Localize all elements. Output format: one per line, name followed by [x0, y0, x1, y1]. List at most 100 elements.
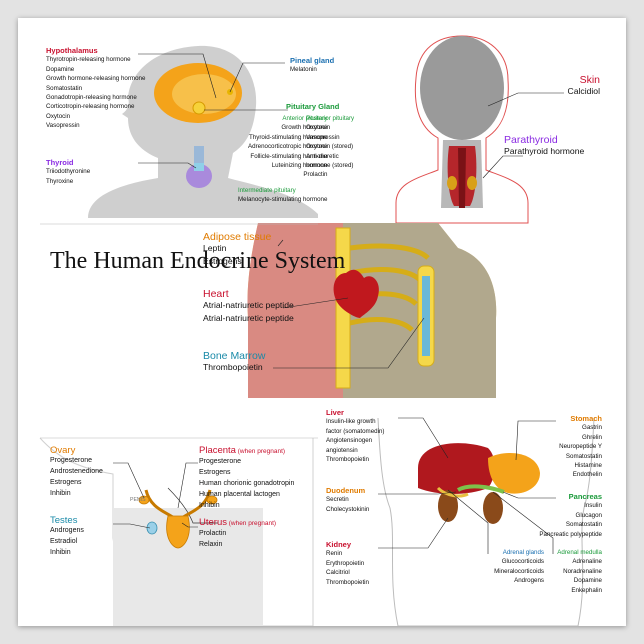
stomach-hormone: Gastrin [582, 424, 602, 432]
illustration-layer [39, 35, 595, 626]
placenta-group: Placenta (when pregnant) Progesterone Es… [199, 446, 294, 511]
hypothalamus-hormone: Gonadotropin-releasing hormone [46, 94, 137, 102]
liver-label: Liver [326, 408, 344, 417]
duodenum-group: Duodenum Secretin Cholecystokinin [326, 486, 369, 514]
uterus-hormone: Relaxin [199, 541, 223, 549]
thyroid-group: Thyroid Triiodothyronine Thyroxine [46, 158, 90, 186]
placenta-hormone: Human placental lactogen [199, 491, 280, 499]
uterus-note: (when pregnant) [228, 520, 277, 527]
kidney-hormone: Renin [326, 550, 343, 558]
testes-hormone: Androgens [50, 527, 84, 535]
poster-title: The Human Endocrine System [50, 246, 345, 276]
ovary-hormone: Inhibin [50, 490, 71, 498]
stomach-hormone: Somatostatin [565, 452, 602, 460]
duodenum-hormone: Cholecystokinin [326, 505, 370, 513]
kidney-hormone: Thrombopoietin [326, 578, 369, 586]
heart-hormone: Atrial-natriuretic peptide [203, 300, 294, 311]
title-line-2: Human [93, 248, 164, 274]
placenta-hormone: Progesterone [199, 458, 242, 466]
testes-hormone: Estradiol [50, 538, 78, 546]
anterior-pituitary-hormone: Growth hormone [281, 124, 328, 132]
adrenal-medulla-label: Adrenal medulla [557, 549, 602, 556]
skin-group: Skin Calcidiol [530, 74, 600, 98]
liver-group: Liver Insulin-like growth factor (somato… [326, 408, 384, 464]
anterior-pituitary-label: Anterior pituitary [282, 115, 328, 122]
skin-label: Skin [579, 74, 600, 86]
title-line-1: The [50, 248, 88, 274]
penis-small-label: PENIS [130, 497, 146, 503]
anterior-pituitary-hormone: Thyroid-stimulating hormone [249, 133, 328, 141]
uterus-group: Uterus (when pregnant) Prolactin Relaxin [199, 518, 276, 550]
hypothalamus-label: Hypothalamus [46, 46, 98, 55]
pineal-hormone: Melatonin [290, 66, 317, 74]
parathyroid-label: Parathyroid [504, 134, 558, 146]
posterior-pituitary-hormone: Anti-diuretic [306, 152, 339, 160]
kidney-group: Kidney Renin Erythropoietin Calcitriol T… [326, 540, 369, 587]
liver-hormone: Thrombopoietin [326, 456, 369, 464]
pancreas-hormone: Somatostatin [565, 521, 602, 529]
testes-label: Testes [50, 515, 78, 526]
title-line-4: System [274, 248, 346, 274]
heart-group: Heart Atrial-natriuretic peptide Atrial-… [203, 289, 294, 325]
ovary-label: Ovary [50, 445, 76, 456]
posterior-pituitary-label: Posterior pituitary [306, 115, 355, 122]
heart-hormone: Atrial-natriuretic peptide [203, 313, 294, 323]
adrenal-medulla-hormone: Adrenaline [572, 558, 602, 566]
adrenal-glands-hormone: Glucocorticoids [501, 558, 544, 566]
posterior-pituitary-hormone: Vasopressin [306, 133, 340, 141]
ovary-hormone: Progesterone [50, 457, 93, 465]
adrenal-medulla-group: Adrenal medulla Adrenaline Noradrenaline… [546, 548, 602, 595]
adipose-group: Adipose tissue Leptin Estrogens [203, 232, 271, 268]
adipose-hormone: Leptin [203, 243, 227, 254]
title-line-3: Endocrine [169, 248, 269, 274]
hypothalamus-hormone: Vasopressin [46, 122, 80, 130]
thyroid-label: Thyroid [46, 158, 74, 167]
hypothalamus-hormone: Corticotropin-releasing hormone [46, 103, 135, 111]
torso-illustration [247, 223, 497, 398]
pituitary-label: Pituitary Gland [286, 102, 340, 111]
ovary-hormone: Estrogens [50, 479, 82, 487]
pancreas-hormone: Pancreatic polypeptide [539, 530, 602, 538]
leader-lines [113, 53, 564, 554]
poster: The Human Endocrine System Hypothalamus … [18, 18, 626, 626]
liver-hormone: angiotensin [326, 446, 358, 454]
marrow-label: Bone Marrow [203, 350, 266, 362]
duodenum-label: Duodenum [326, 486, 366, 495]
pineal-label: Pineal gland [290, 56, 335, 65]
testes-hormone: Inhibin [50, 549, 71, 557]
adrenal-medulla-hormone: Enkephalin [571, 586, 602, 594]
pancreas-label: Pancreas [568, 492, 602, 501]
stomach-group: Stomach Gastrin Ghrelin Neuropeptide Y S… [538, 414, 602, 480]
thyroid-hormone: Thyroxine [46, 177, 74, 185]
stomach-hormone: Neuropeptide Y [559, 443, 602, 451]
placenta-hormone: Human chorionic gonadotropin [199, 480, 295, 488]
head-illustration [88, 45, 318, 218]
testes-group: Testes Androgens Estradiol Inhibin [50, 516, 84, 558]
adrenal-glands-label: Adrenal glands [502, 549, 544, 556]
liver-hormone: Angiotensinogen [326, 437, 373, 445]
anterior-pituitary-hormone: Prolactin [303, 171, 328, 179]
back-head-illustration [395, 35, 529, 224]
posterior-pituitary-hormone: Oxytocin [306, 124, 331, 132]
pelvis-illustration [39, 437, 318, 626]
duodenum-hormone: Secretin [326, 496, 349, 504]
parathyroid-hormone: Parathyroid hormone [504, 146, 585, 157]
uterus-label: Uterus [199, 517, 227, 528]
posterior-pituitary-hormone: hormone (stored) [306, 162, 354, 170]
adrenal-medulla-hormone: Dopamine [573, 577, 602, 585]
ovary-hormone: Androstenedione [50, 468, 103, 476]
pancreas-hormone: Glucagon [575, 511, 603, 519]
placenta-hormone: Estrogens [199, 469, 231, 477]
uterus-hormone: Prolactin [199, 530, 227, 538]
pituitary-label-group: Pituitary Gland [286, 102, 339, 111]
stomach-label: Stomach [570, 414, 602, 423]
kidney-label: Kidney [326, 540, 352, 549]
adipose-hormone: Estrogens [203, 256, 242, 266]
anterior-pituitary-group: Anterior pituitary Growth hormone Thyroi… [248, 114, 327, 180]
adrenal-medulla-hormone: Noradrenaline [563, 567, 602, 575]
parathyroid-group: Parathyroid Parathyroid hormone [504, 134, 585, 158]
intermediate-pituitary-group: Intermediate pituitary Melanocyte-stimul… [238, 186, 327, 205]
posterior-pituitary-group: Posterior pituitary Oxytocin Vasopressin… [306, 114, 354, 170]
liver-hormone: Insulin-like growth [326, 418, 376, 426]
adrenal-glands-group: Adrenal glands Glucocorticoids Mineraloc… [478, 548, 544, 586]
